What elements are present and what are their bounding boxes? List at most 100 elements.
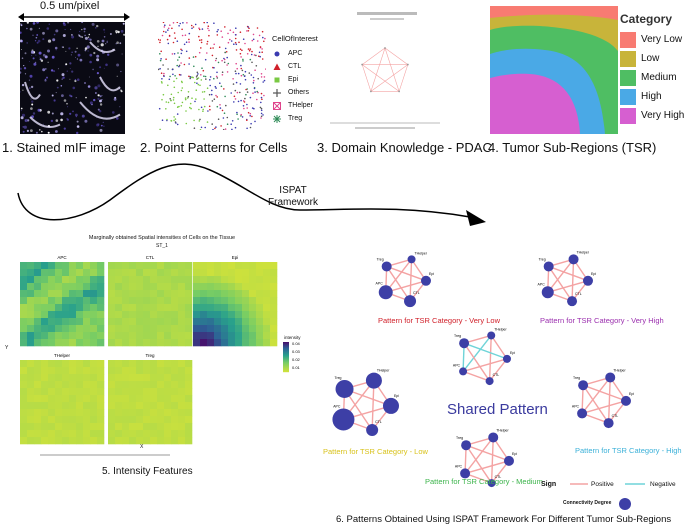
pattern-node — [460, 468, 471, 479]
colorbar-segment — [283, 342, 289, 344]
tsr-legend-item: Medium — [620, 68, 685, 87]
colorbar-segment — [283, 349, 289, 351]
heatmap-cell — [221, 339, 229, 347]
node-label: CTL — [375, 420, 382, 424]
heatmap-cell — [143, 269, 151, 277]
heatmap-cell — [115, 290, 123, 298]
heatmap-cell — [90, 409, 98, 417]
heatmap-cell — [157, 430, 165, 438]
heatmap-cell — [157, 423, 165, 431]
cell-dot — [66, 117, 69, 120]
cell-dot — [97, 45, 99, 47]
heatmap-cell — [62, 402, 70, 410]
pattern-node — [459, 338, 470, 349]
network-node — [361, 63, 364, 66]
positive-edge — [489, 358, 508, 382]
cell-point — [218, 46, 221, 48]
cell-point — [167, 101, 170, 104]
cell-point — [197, 83, 200, 86]
positive-edge — [409, 259, 413, 302]
cell-point — [201, 28, 204, 30]
cell-point — [261, 51, 263, 53]
heatmap-cell — [34, 367, 42, 375]
heatmap-cell — [108, 325, 116, 333]
heatmap-cell — [41, 283, 49, 291]
cell-point — [175, 77, 178, 80]
cell-point — [210, 93, 213, 96]
heatmap-cell — [129, 262, 137, 270]
heatmap-cell — [150, 374, 158, 382]
cell-dot — [84, 82, 86, 84]
heatmap-cell — [129, 423, 137, 431]
heatmap-cell — [150, 325, 158, 333]
cell-point — [231, 128, 233, 130]
heatmap-cell — [171, 311, 179, 319]
heatmap-cell — [193, 318, 201, 326]
cell-point — [238, 41, 240, 44]
caption-2: 2. Point Patterns for Cells — [140, 140, 288, 155]
cell-point — [200, 39, 203, 41]
cell-point — [243, 75, 246, 77]
cell-dot — [60, 118, 63, 122]
heatmap-cell — [115, 395, 123, 403]
cell-dot — [103, 28, 106, 31]
cell-point — [224, 95, 226, 98]
cell-dot — [37, 108, 41, 112]
tissue-structure — [29, 116, 61, 128]
heatmap-cell — [41, 332, 49, 340]
heatmap-cell — [27, 297, 35, 305]
heatmap-cell — [143, 381, 151, 389]
cell-dot — [95, 92, 97, 94]
cell-dot — [39, 129, 41, 131]
heatmap-cell — [108, 269, 116, 277]
heatmap-cell — [27, 269, 35, 277]
heatmap-cell — [143, 388, 151, 396]
heatmap-cell — [27, 430, 35, 438]
cell-point — [199, 84, 201, 87]
heatmap-cell — [263, 283, 271, 291]
triangle-marker-icon — [273, 63, 281, 70]
cell-dot — [80, 35, 82, 38]
heatmap-cell — [228, 332, 236, 340]
network-node — [398, 90, 401, 93]
legend-title: CellOfInterest — [272, 34, 318, 43]
cell-dot — [120, 90, 123, 93]
heatmap-cell — [97, 402, 105, 410]
cell-point — [217, 29, 219, 31]
heatmap-cell — [150, 297, 158, 305]
heatmap-cell — [263, 304, 271, 312]
heatmap-cell — [129, 416, 137, 424]
heatmap-cell — [242, 304, 250, 312]
cell-point — [189, 106, 191, 109]
heatmap-cell — [270, 325, 278, 333]
heatmap-cell — [83, 339, 91, 347]
heatmap-cell — [157, 311, 165, 319]
heatmap-cell — [171, 367, 179, 375]
heatmap-cell — [185, 388, 193, 396]
cell-point — [181, 87, 184, 89]
heatmap-cell — [136, 381, 144, 389]
cell-point — [177, 91, 179, 94]
heatmap-cell — [228, 276, 236, 284]
heatmap-cell — [20, 409, 28, 417]
heatmap-cell — [249, 262, 257, 270]
tsr-legend-label: High — [641, 91, 662, 102]
heatmap-cell — [164, 311, 172, 319]
cell-dot — [71, 51, 73, 53]
heatmap-cell — [62, 367, 70, 375]
cell-point — [161, 119, 164, 121]
cell-point — [252, 38, 255, 41]
cell-point — [249, 126, 252, 129]
heatmap-cell — [62, 332, 70, 340]
heatmap-cell — [171, 332, 179, 340]
heatmap-cell — [97, 318, 105, 326]
heatmap-cell — [108, 416, 116, 424]
cell-dot — [43, 123, 44, 125]
cell-point — [263, 79, 266, 82]
cell-point — [240, 115, 242, 117]
cell-dot — [84, 119, 88, 123]
cell-point — [244, 70, 247, 73]
heatmap-cell — [115, 311, 123, 319]
cell-point — [220, 30, 222, 32]
heatmap-cell — [136, 374, 144, 382]
